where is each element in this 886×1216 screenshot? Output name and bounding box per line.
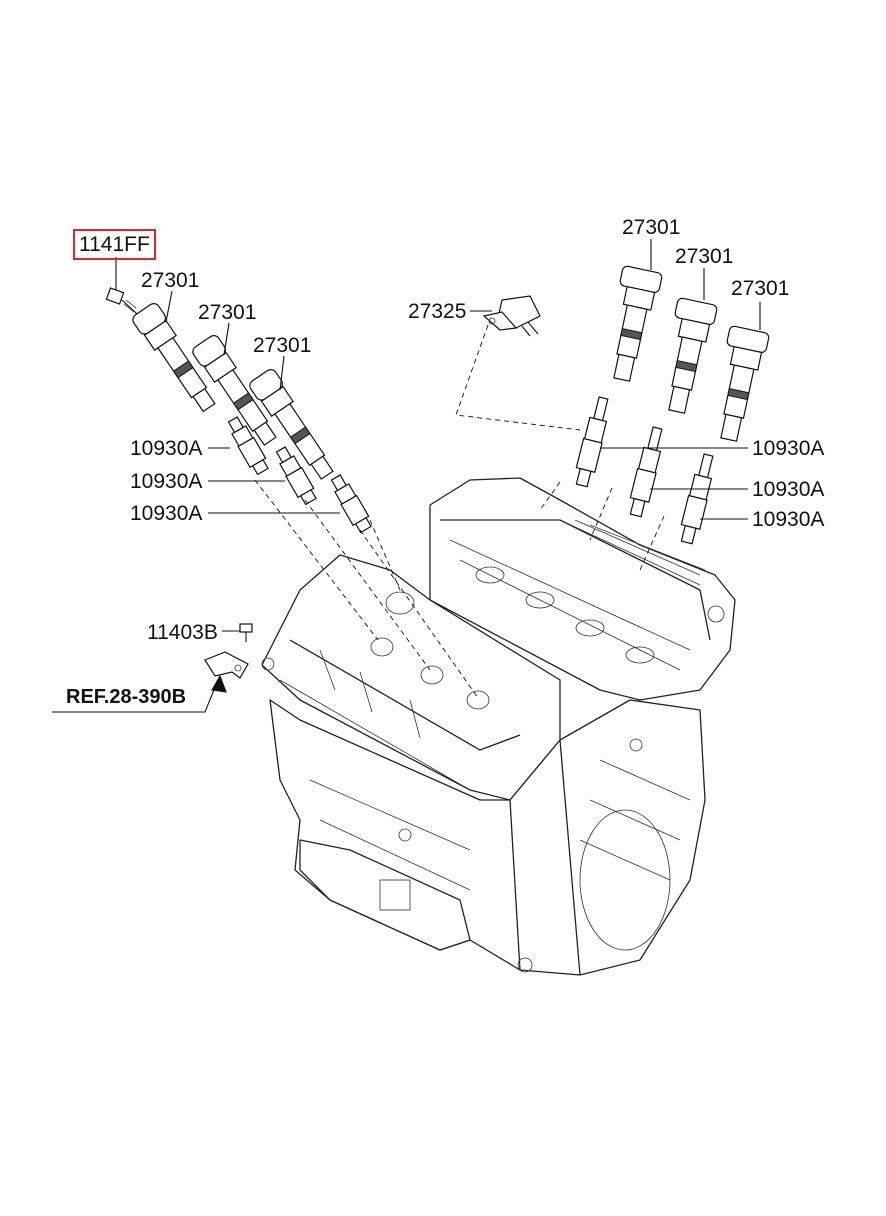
label-27301-right-1[interactable]: 27301 xyxy=(622,216,681,239)
label-10930a-left-3[interactable]: 10930A xyxy=(130,502,203,525)
left-plugs xyxy=(227,416,372,534)
label-reference[interactable]: REF.28-390B xyxy=(66,686,187,708)
label-27301-right-3[interactable]: 27301 xyxy=(731,277,790,300)
sensor-part xyxy=(482,295,541,337)
label-27301-left-1[interactable]: 27301 xyxy=(141,269,200,292)
label-1141ff[interactable]: 1141FF xyxy=(73,229,156,260)
label-27301-left-2[interactable]: 27301 xyxy=(198,301,257,324)
label-10930a-right-1[interactable]: 10930A xyxy=(752,437,825,460)
label-10930a-right-2[interactable]: 10930A xyxy=(752,478,825,501)
label-27301-left-3[interactable]: 27301 xyxy=(253,334,312,357)
label-27301-right-2[interactable]: 27301 xyxy=(675,245,734,268)
label-27325[interactable]: 27325 xyxy=(408,300,467,323)
right-plugs xyxy=(575,396,714,545)
engine-block xyxy=(261,477,736,976)
bolt-1141ff-part xyxy=(105,287,138,315)
label-11403b[interactable]: 11403B xyxy=(147,621,218,644)
leader-lines xyxy=(52,239,761,713)
label-10930a-left-2[interactable]: 10930A xyxy=(130,470,203,493)
label-10930a-right-3[interactable]: 10930A xyxy=(752,508,825,531)
left-coils xyxy=(105,287,334,480)
label-10930a-left-1[interactable]: 10930A xyxy=(130,437,203,460)
right-coils xyxy=(613,265,770,442)
bolt-11403b-part xyxy=(204,623,253,679)
